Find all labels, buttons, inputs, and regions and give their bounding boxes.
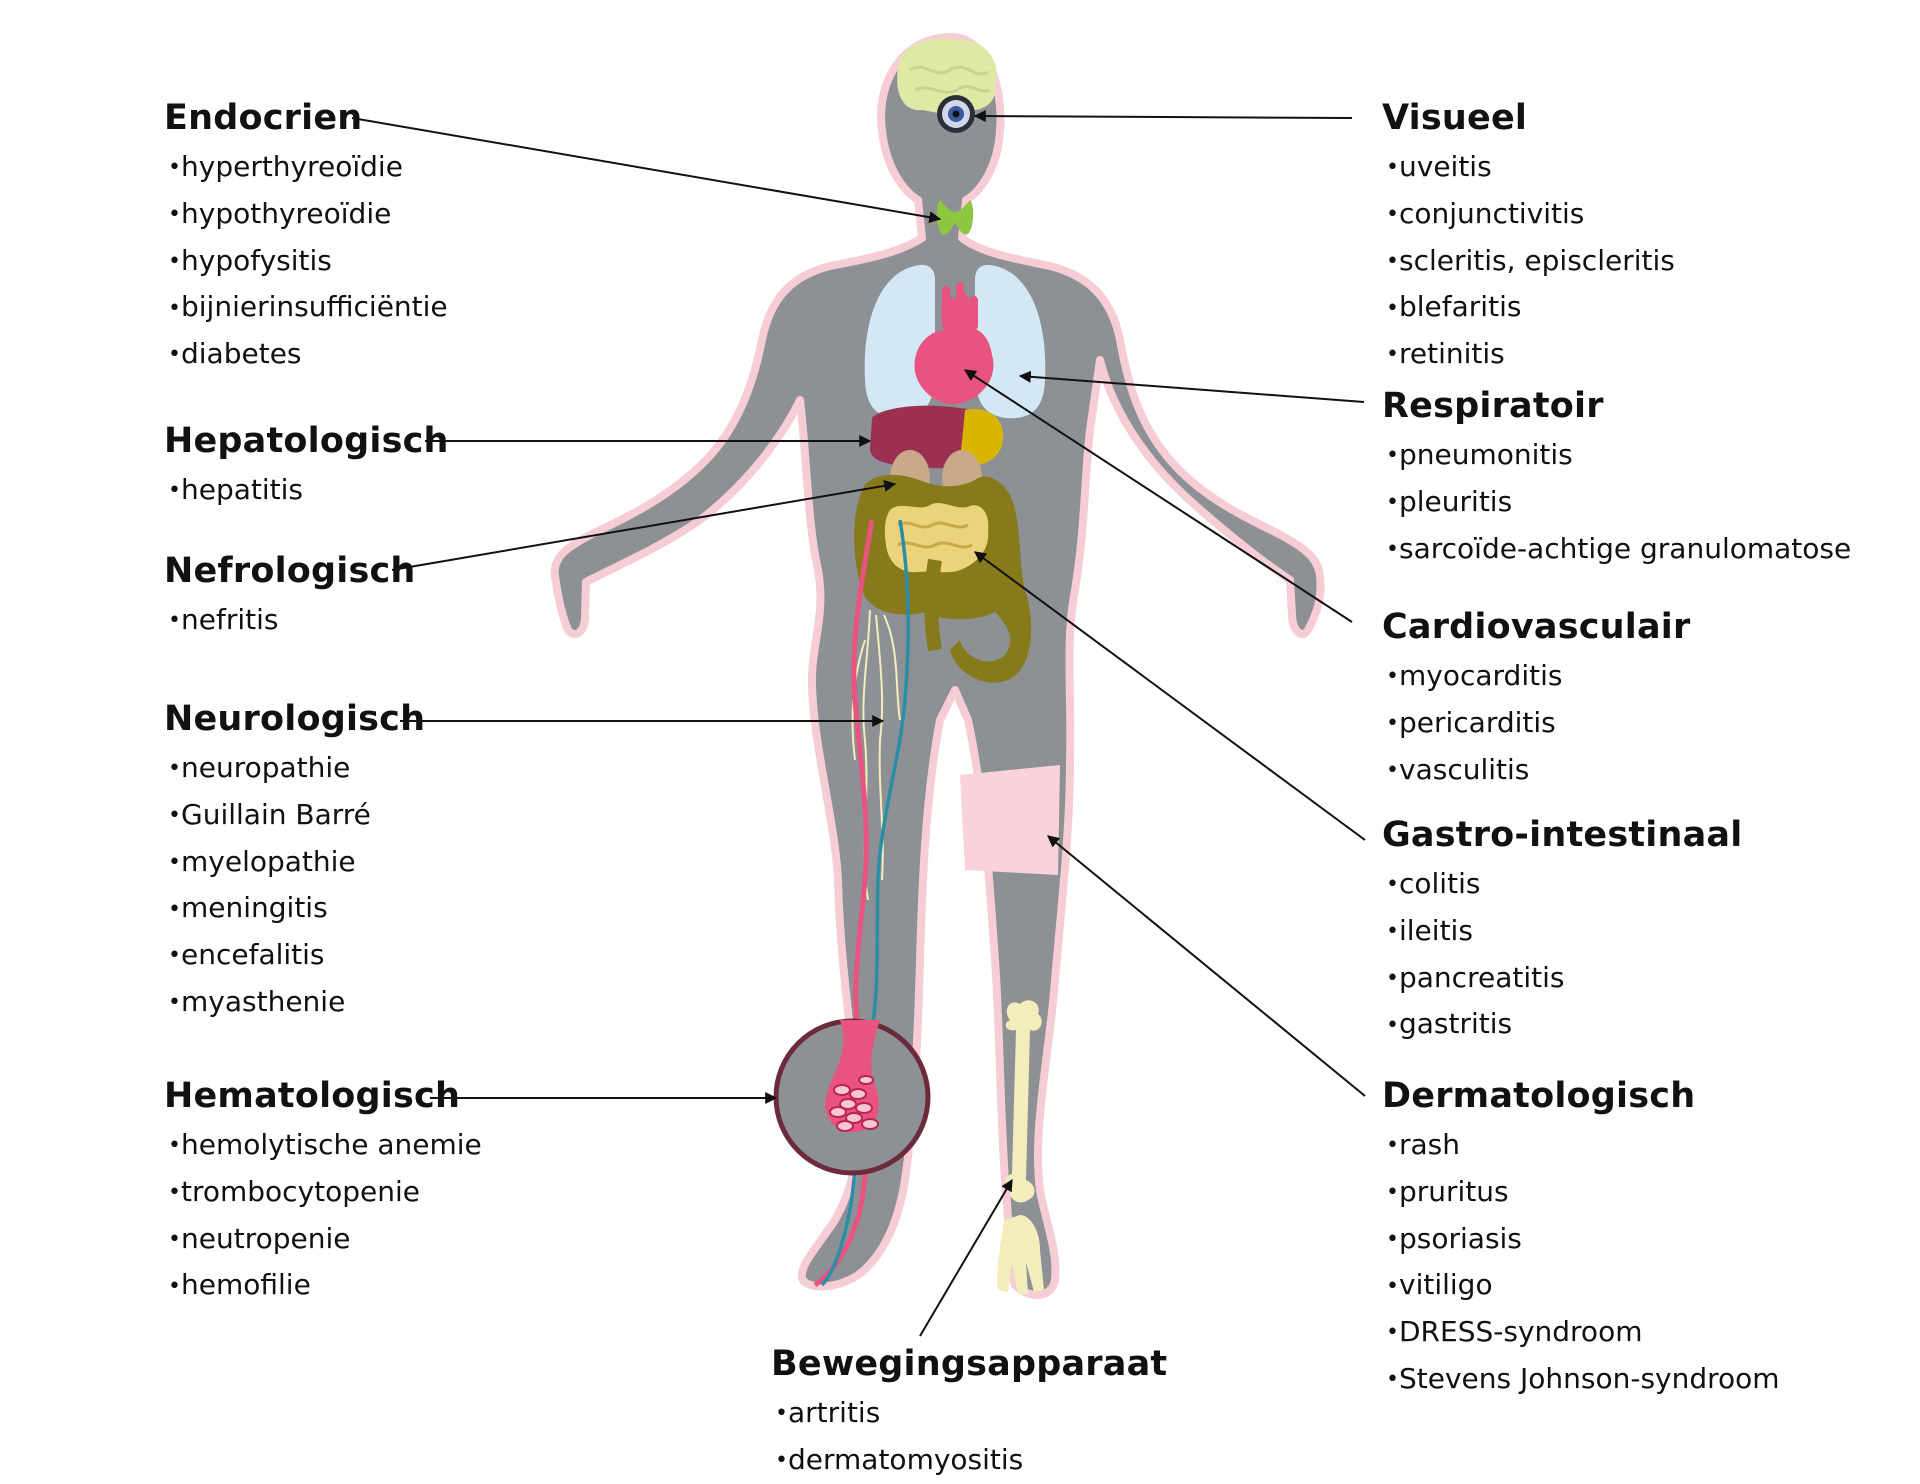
condition-item: artritis — [771, 1390, 1167, 1437]
group-visueel: Visueel uveitis conjunctivitis scleritis… — [1382, 96, 1675, 378]
condition-item: vasculitis — [1382, 747, 1690, 794]
group-title: Respiratoir — [1382, 386, 1604, 426]
group-title: Dermatologisch — [1382, 1076, 1696, 1116]
condition-item: neuropathie — [164, 745, 425, 792]
condition-list: hemolytische anemie trombocytopenie neut… — [164, 1122, 482, 1309]
group-endocrien: Endocrien hyperthyreoïdie hypothyreoïdie… — [164, 96, 448, 378]
thyroid-illustration — [936, 200, 974, 235]
condition-item: hyperthyreoïdie — [164, 144, 448, 191]
condition-item: pruritus — [1382, 1169, 1780, 1216]
condition-item: gastritis — [1382, 1001, 1742, 1048]
condition-item: hemofilie — [164, 1262, 482, 1309]
condition-item: myasthenie — [164, 979, 425, 1026]
condition-item: psoriasis — [1382, 1216, 1780, 1263]
intestines-illustration — [854, 474, 1032, 683]
body-silhouette — [550, 33, 1325, 1299]
condition-list: artritis dermatomyositis — [771, 1390, 1167, 1484]
condition-list: pneumonitis pleuritis sarcoïde-achtige g… — [1382, 432, 1851, 572]
group-hematologisch: Hematologisch hemolytische anemie trombo… — [164, 1074, 482, 1309]
condition-item: dermatomyositis — [771, 1437, 1167, 1484]
group-bewegingsapparaat: Bewegingsapparaat artritis dermatomyosit… — [771, 1342, 1167, 1484]
leader-gastro — [974, 551, 1366, 841]
condition-item: rash — [1382, 1122, 1780, 1169]
condition-list: neuropathie Guillain Barré myelopathie m… — [164, 745, 425, 1026]
nerves-illustration — [851, 609, 901, 901]
condition-list: rash pruritus psoriasis vitiligo DRESS-s… — [1382, 1122, 1780, 1403]
condition-item: Guillain Barré — [164, 792, 425, 839]
condition-item: trombocytopenie — [164, 1169, 482, 1216]
condition-item: hypofysitis — [164, 238, 448, 285]
condition-item: hepatitis — [164, 467, 449, 514]
group-title: Visueel — [1382, 98, 1528, 138]
group-hepatologisch: Hepatologisch hepatitis — [164, 419, 449, 514]
condition-item: scleritis, episcleritis — [1382, 238, 1675, 285]
artery-illustration — [813, 519, 875, 1288]
leader-endocrien — [351, 117, 942, 224]
condition-item: colitis — [1382, 861, 1742, 908]
condition-item: nefritis — [164, 597, 416, 644]
group-title: Bewegingsapparaat — [771, 1344, 1168, 1384]
vein-illustration — [820, 519, 911, 1287]
group-cardiovasculair: Cardiovasculair myocarditis pericarditis… — [1382, 605, 1690, 793]
leader-nefrologisch — [391, 479, 897, 571]
condition-list: myocarditis pericarditis vasculitis — [1382, 653, 1690, 793]
condition-item: encefalitis — [164, 932, 425, 979]
condition-item: hemolytische anemie — [164, 1122, 482, 1169]
condition-item: uveitis — [1382, 144, 1675, 191]
condition-item: myocarditis — [1382, 653, 1690, 700]
leader-dermatologisch — [1047, 835, 1366, 1097]
skin-patch-illustration — [960, 765, 1060, 875]
group-nefrologisch: Nefrologisch nefritis — [164, 549, 416, 644]
group-title: Cardiovasculair — [1382, 607, 1691, 647]
blood-vessel-zoom — [773, 1018, 931, 1176]
condition-list: nefritis — [164, 597, 416, 644]
condition-item: hypothyreoïdie — [164, 191, 448, 238]
leader-lines — [351, 110, 1366, 1337]
group-title: Nefrologisch — [164, 551, 416, 591]
condition-item: myelopathie — [164, 839, 425, 886]
condition-item: pancreatitis — [1382, 955, 1742, 1002]
group-title: Hematologisch — [164, 1076, 461, 1116]
group-title: Hepatologisch — [164, 421, 449, 461]
leader-respiratoir — [1018, 370, 1365, 403]
brain-illustration — [897, 38, 997, 115]
condition-item: sarcoïde-achtige granulomatose — [1382, 526, 1851, 573]
group-title: Neurologisch — [164, 699, 426, 739]
condition-list: colitis ileitis pancreatitis gastritis — [1382, 861, 1742, 1048]
condition-item: neutropenie — [164, 1216, 482, 1263]
condition-item: bijnierinsufficiëntie — [164, 284, 448, 331]
condition-item: Stevens Johnson-syndroom — [1382, 1356, 1780, 1403]
condition-item: conjunctivitis — [1382, 191, 1675, 238]
group-gastro-intestinaal: Gastro-intestinaal colitis ileitis pancr… — [1382, 813, 1742, 1048]
leader-visueel — [973, 110, 1353, 123]
condition-item: pneumonitis — [1382, 432, 1851, 479]
condition-list: hyperthyreoïdie hypothyreoïdie hypofysit… — [164, 144, 448, 378]
group-respiratoir: Respiratoir pneumonitis pleuritis sarcoï… — [1382, 384, 1851, 572]
group-dermatologisch: Dermatologisch rash pruritus psoriasis v… — [1382, 1074, 1780, 1403]
bone-illustration — [997, 1000, 1044, 1294]
condition-item: ileitis — [1382, 908, 1742, 955]
condition-item: vitiligo — [1382, 1262, 1780, 1309]
eye-illustration — [937, 95, 975, 133]
leader-beweging — [919, 1178, 1013, 1337]
condition-item: blefaritis — [1382, 284, 1675, 331]
condition-item: retinitis — [1382, 331, 1675, 378]
condition-list: hepatitis — [164, 467, 449, 514]
condition-item: meningitis — [164, 885, 425, 932]
condition-item: pericarditis — [1382, 700, 1690, 747]
group-neurologisch: Neurologisch neuropathie Guillain Barré … — [164, 697, 425, 1026]
group-title: Gastro-intestinaal — [1382, 815, 1743, 855]
condition-item: pleuritis — [1382, 479, 1851, 526]
condition-item: diabetes — [164, 331, 448, 378]
condition-item: DRESS-syndroom — [1382, 1309, 1780, 1356]
leader-cardiovasculair — [963, 369, 1353, 623]
group-title: Endocrien — [164, 98, 363, 138]
condition-list: uveitis conjunctivitis scleritis, episcl… — [1382, 144, 1675, 378]
